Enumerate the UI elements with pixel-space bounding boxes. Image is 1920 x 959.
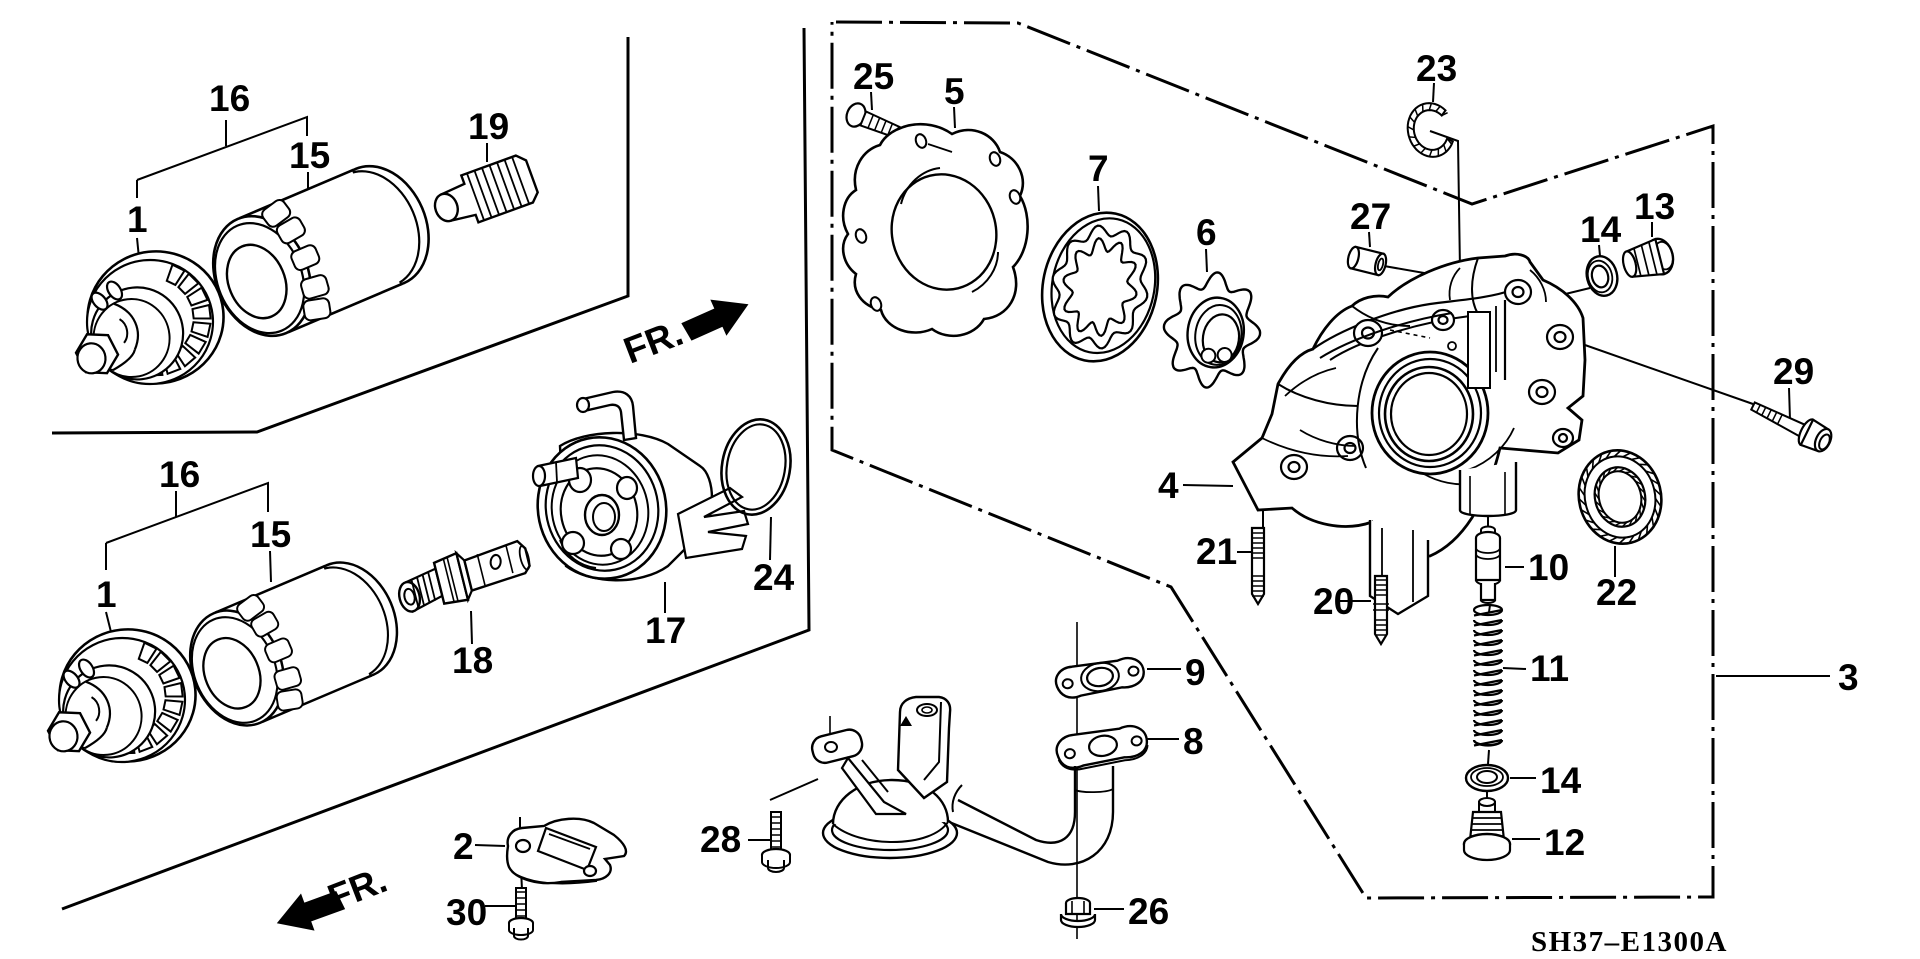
svg-text:3: 3 bbox=[1838, 657, 1859, 698]
svg-text:5: 5 bbox=[944, 71, 965, 112]
svg-text:10: 10 bbox=[1528, 547, 1569, 588]
svg-text:16: 16 bbox=[159, 454, 200, 495]
svg-text:22: 22 bbox=[1596, 572, 1637, 613]
svg-text:16: 16 bbox=[209, 78, 250, 119]
svg-text:18: 18 bbox=[452, 640, 493, 681]
svg-text:21: 21 bbox=[1196, 531, 1237, 572]
svg-text:28: 28 bbox=[700, 819, 741, 860]
svg-text:6: 6 bbox=[1196, 212, 1217, 253]
svg-text:24: 24 bbox=[753, 557, 795, 598]
svg-text:1: 1 bbox=[127, 199, 148, 240]
svg-text:15: 15 bbox=[289, 135, 330, 176]
svg-text:9: 9 bbox=[1185, 652, 1206, 693]
svg-text:25: 25 bbox=[853, 56, 894, 97]
svg-text:15: 15 bbox=[250, 514, 291, 555]
svg-text:19: 19 bbox=[468, 106, 509, 147]
svg-text:1: 1 bbox=[96, 574, 117, 615]
svg-text:11: 11 bbox=[1530, 648, 1569, 689]
svg-text:17: 17 bbox=[645, 610, 686, 651]
svg-text:12: 12 bbox=[1544, 822, 1585, 863]
svg-text:30: 30 bbox=[446, 892, 487, 933]
svg-text:4: 4 bbox=[1158, 465, 1179, 506]
svg-text:7: 7 bbox=[1088, 148, 1109, 189]
svg-text:14: 14 bbox=[1580, 209, 1622, 250]
svg-text:29: 29 bbox=[1773, 351, 1814, 392]
svg-text:8: 8 bbox=[1183, 721, 1204, 762]
svg-text:26: 26 bbox=[1128, 891, 1169, 932]
svg-text:14: 14 bbox=[1540, 760, 1582, 801]
svg-text:2: 2 bbox=[453, 826, 474, 867]
svg-text:SH37–E1300A: SH37–E1300A bbox=[1531, 926, 1728, 958]
svg-text:13: 13 bbox=[1634, 186, 1675, 227]
svg-text:23: 23 bbox=[1416, 48, 1457, 89]
svg-text:27: 27 bbox=[1350, 196, 1391, 237]
